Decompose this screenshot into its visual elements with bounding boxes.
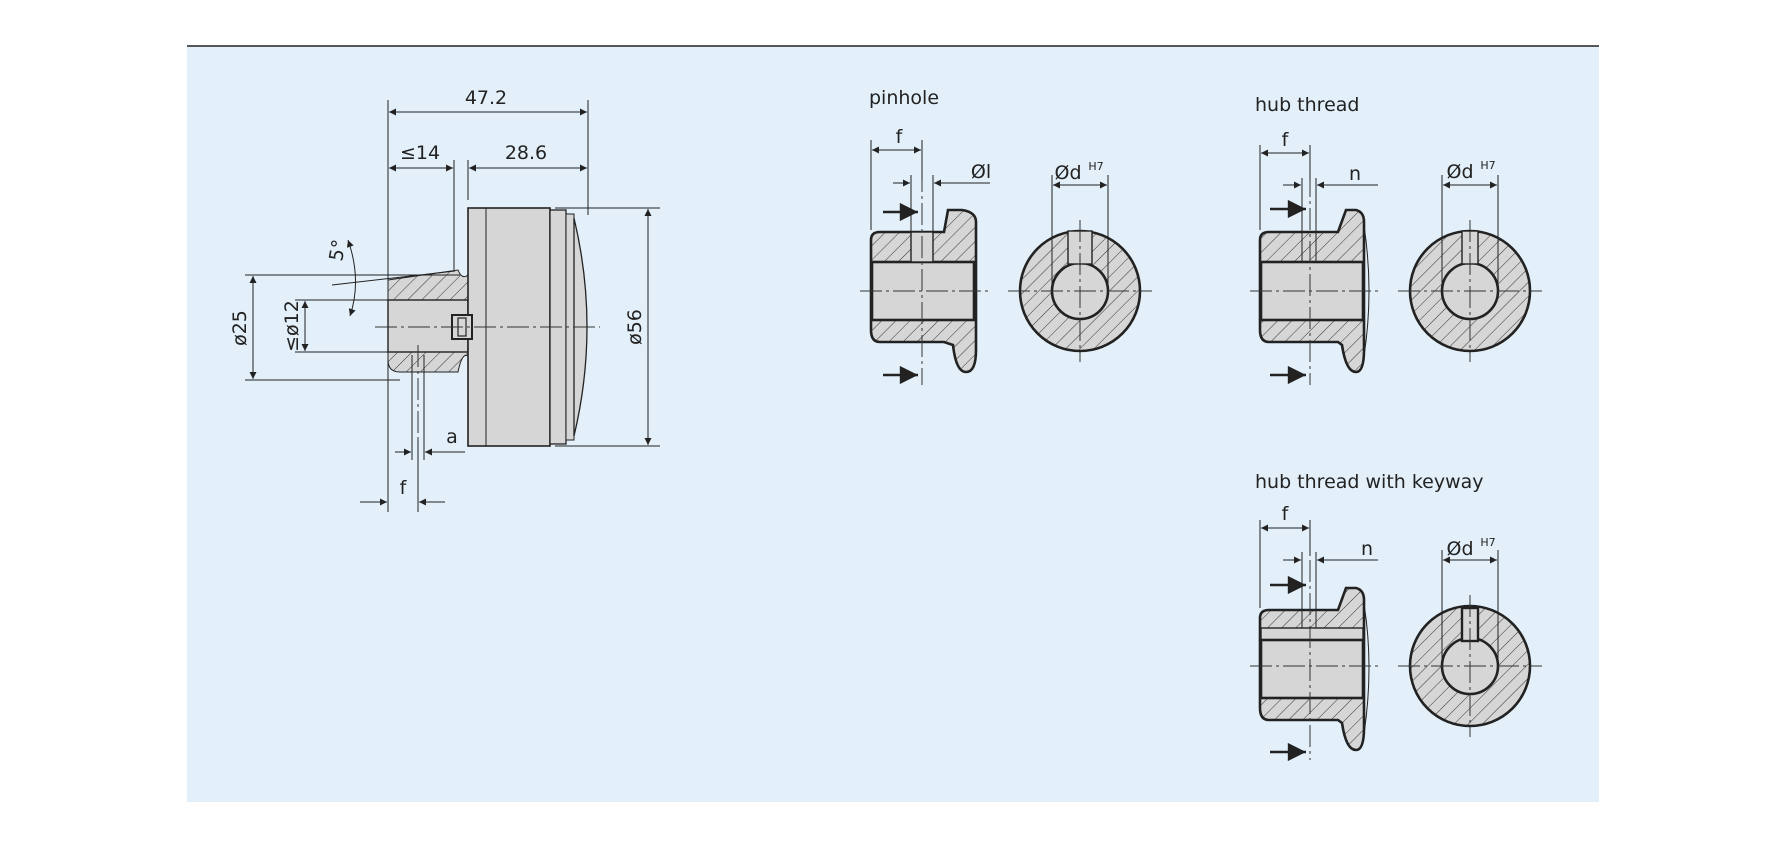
dim-body-length: 28.6: [505, 142, 547, 164]
drawing-panel: [187, 46, 1599, 802]
hub-keyway-dim-n: n: [1361, 538, 1373, 560]
dim-angle: 5°: [325, 238, 350, 263]
dim-total-length: 47.2: [465, 87, 507, 109]
hub-thread-dim-f: f: [1282, 129, 1290, 151]
pinhole-dim-f: f: [896, 126, 904, 148]
dim-outer-diameter: ø56: [624, 309, 646, 345]
hub-thread-dim-bore: Ød: [1446, 161, 1473, 183]
hub-keyway-dim-bore: Ød: [1446, 538, 1473, 560]
dim-hub-length: ≤14: [400, 142, 440, 164]
hub-keyway-detail: hub thread with keyway f n Ød H7: [1250, 471, 1542, 762]
pinhole-detail: pinhole f Øl Ød H7: [860, 87, 1152, 385]
hub-thread-title: hub thread: [1255, 94, 1359, 116]
pinhole-dim-bore: Ød: [1054, 162, 1081, 184]
dim-f: f: [400, 477, 408, 499]
pinhole-title: pinhole: [869, 87, 939, 109]
hub-thread-detail: hub thread f n Ød H7: [1250, 94, 1542, 385]
dim-hub-diameter: ø25: [229, 310, 251, 346]
pinhole-dim-bore-tol: H7: [1088, 160, 1103, 173]
pinhole-dim-pin: Øl: [971, 161, 991, 183]
dim-a: a: [446, 426, 458, 448]
hub-keyway-title: hub thread with keyway: [1255, 471, 1484, 493]
hub-keyway-dim-f: f: [1282, 503, 1290, 525]
hub-thread-dim-n: n: [1349, 163, 1361, 185]
hub-thread-dim-bore-tol: H7: [1480, 159, 1495, 172]
hub-keyway-dim-bore-tol: H7: [1480, 536, 1495, 549]
dim-bore-diameter: ≤ø12: [281, 300, 303, 352]
main-coupling-view: 47.2 ≤14 28.6 5° ø25 ≤ø12 ø56 a f: [229, 87, 660, 512]
